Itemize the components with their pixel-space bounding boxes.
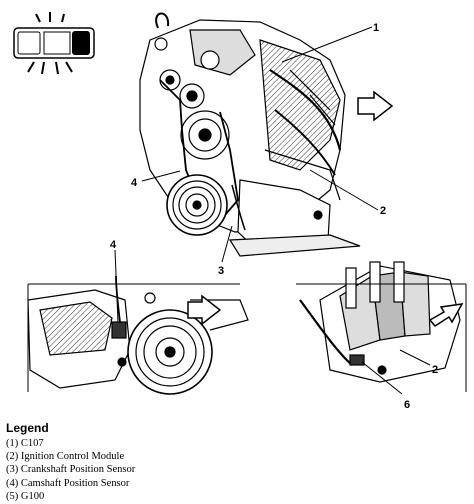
legend-item-ignition-control-module: (2) Ignition Control Module <box>6 451 125 463</box>
callout-3: 3 <box>218 265 224 277</box>
legend: Legend (1) C107 (2) Ignition Control Mod… <box>6 421 466 503</box>
forward-arrow-icon <box>357 90 394 122</box>
crankshaft-sensor-detail-view <box>27 275 249 395</box>
callout-4: 4 <box>131 177 138 189</box>
panel-frames <box>27 283 467 392</box>
legend-title: Legend <box>6 421 49 435</box>
callout-4-detail: 4 <box>110 239 117 251</box>
forward-arrow-icon <box>187 294 222 326</box>
engine-main-view <box>139 12 361 257</box>
legend-item-crankshaft-position-sensor: (3) Crankshaft Position Sensor <box>6 464 136 476</box>
legend-item-c107: (1) C107 <box>6 438 44 449</box>
ignition-module-detail-view <box>299 261 461 383</box>
leader-lines-detail <box>114 249 431 395</box>
legend-item-camshaft-position-sensor: (4) Camshaft Position Sensor <box>6 477 130 489</box>
leader-lines-main <box>141 26 379 263</box>
forward-arrow-icon <box>428 303 464 327</box>
engine-component-diagram: 1 2 3 4 4 6 2 <box>13 12 467 411</box>
vehicle-top-view-icon <box>13 12 95 75</box>
callout-6: 6 <box>404 399 410 411</box>
legend-item-g100: (5) G100 <box>6 490 45 502</box>
callout-1: 1 <box>373 22 379 34</box>
callout-2-detail: 2 <box>432 364 438 376</box>
callout-2: 2 <box>380 205 386 217</box>
